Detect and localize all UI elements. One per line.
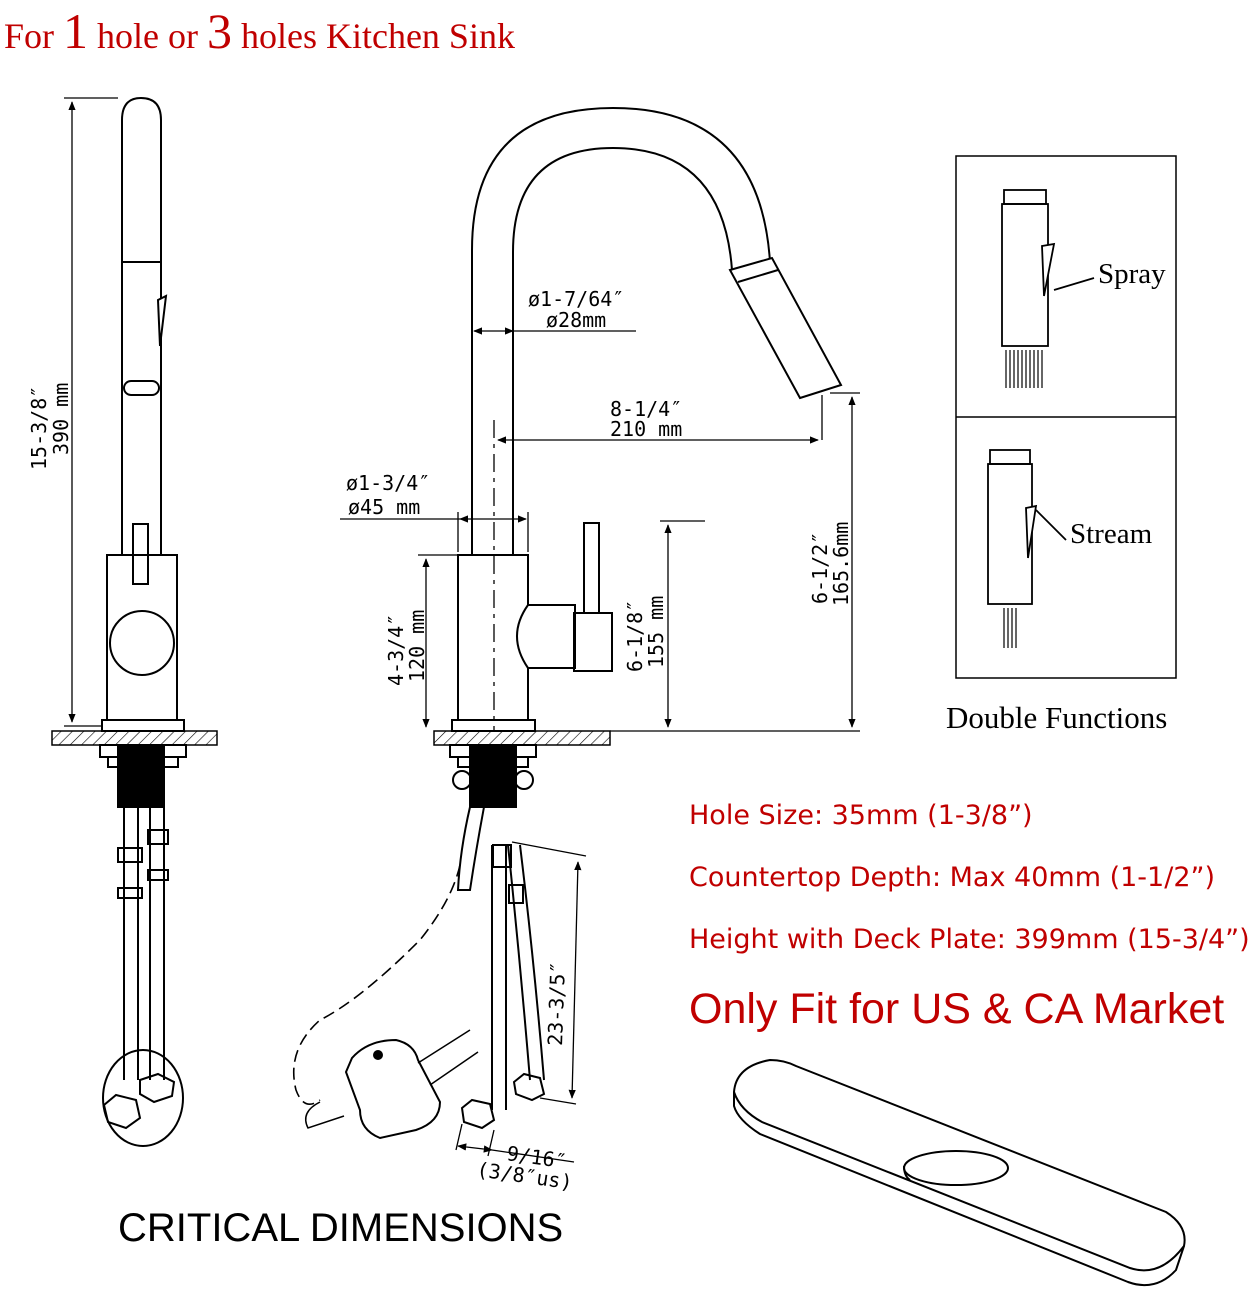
spout-height-mm: 165.6mm (829, 522, 853, 606)
stream-head-icon (987, 449, 1067, 648)
reach-in: 8-1/4″ (610, 397, 682, 421)
deck-plate-illustration (733, 1058, 1186, 1286)
hose-path-dashed (292, 864, 461, 1106)
page-title: For 1 hole or 3 holes Kitchen Sink (4, 2, 515, 60)
hose-length: 23-3/5″ (543, 961, 570, 1046)
spout-dia-mm: ø28mm (546, 308, 606, 332)
side-view-faucet (99, 96, 187, 1147)
spec-hole-size: Hole Size: 35mm (1-3/8”) (689, 800, 1033, 831)
base-height-mm: 120 mm (405, 610, 429, 682)
spray-head-icon (1001, 189, 1095, 388)
functions-caption: Double Functions (946, 700, 1168, 735)
handle-height-in: 6-1/8″ (623, 600, 647, 672)
title-hole-count-1: 1 (63, 3, 89, 59)
title-mid: hole or (88, 16, 207, 56)
spout-dia-in: ø1-7/64″ (528, 287, 624, 311)
base-height-in: 4-3/4″ (384, 614, 408, 686)
base-dia-mm: ø45 mm (348, 495, 420, 519)
market-notice: Only Fit for US & CA Market (689, 985, 1225, 1033)
spec-height-deck-plate: Height with Deck Plate: 399mm (15-3/4”) (689, 924, 1249, 955)
reach-mm: 210 mm (610, 417, 682, 441)
countertop-left (51, 730, 218, 746)
title-prefix: For (4, 16, 64, 56)
front-dimension-lines (340, 327, 860, 1163)
footer-title: CRITICAL DIMENSIONS (118, 1206, 564, 1250)
side-height-dimension (64, 97, 118, 727)
base-dia-in: ø1-3/4″ (346, 471, 430, 495)
title-hole-count-3: 3 (206, 3, 232, 59)
functions-panel (955, 155, 1177, 679)
spec-countertop-depth: Countertop Depth: Max 40mm (1-1/2”) (689, 862, 1216, 893)
side-height-mm: 390 mm (49, 383, 73, 455)
front-view-faucet (305, 106, 843, 1140)
spout-height-in: 6-1/2″ (808, 532, 832, 604)
handle-height-mm: 155 mm (644, 596, 668, 668)
stream-label: Stream (1070, 518, 1153, 550)
dimension-labels: 15-3/8″ 390 mm ø1-7/64″ ø28mm 8-1/4″ 210… (27, 287, 853, 1194)
spray-label: Spray (1098, 258, 1166, 290)
countertop-right (433, 730, 611, 746)
side-height-in: 15-3/8″ (27, 386, 51, 470)
title-suffix: holes Kitchen Sink (231, 16, 515, 56)
